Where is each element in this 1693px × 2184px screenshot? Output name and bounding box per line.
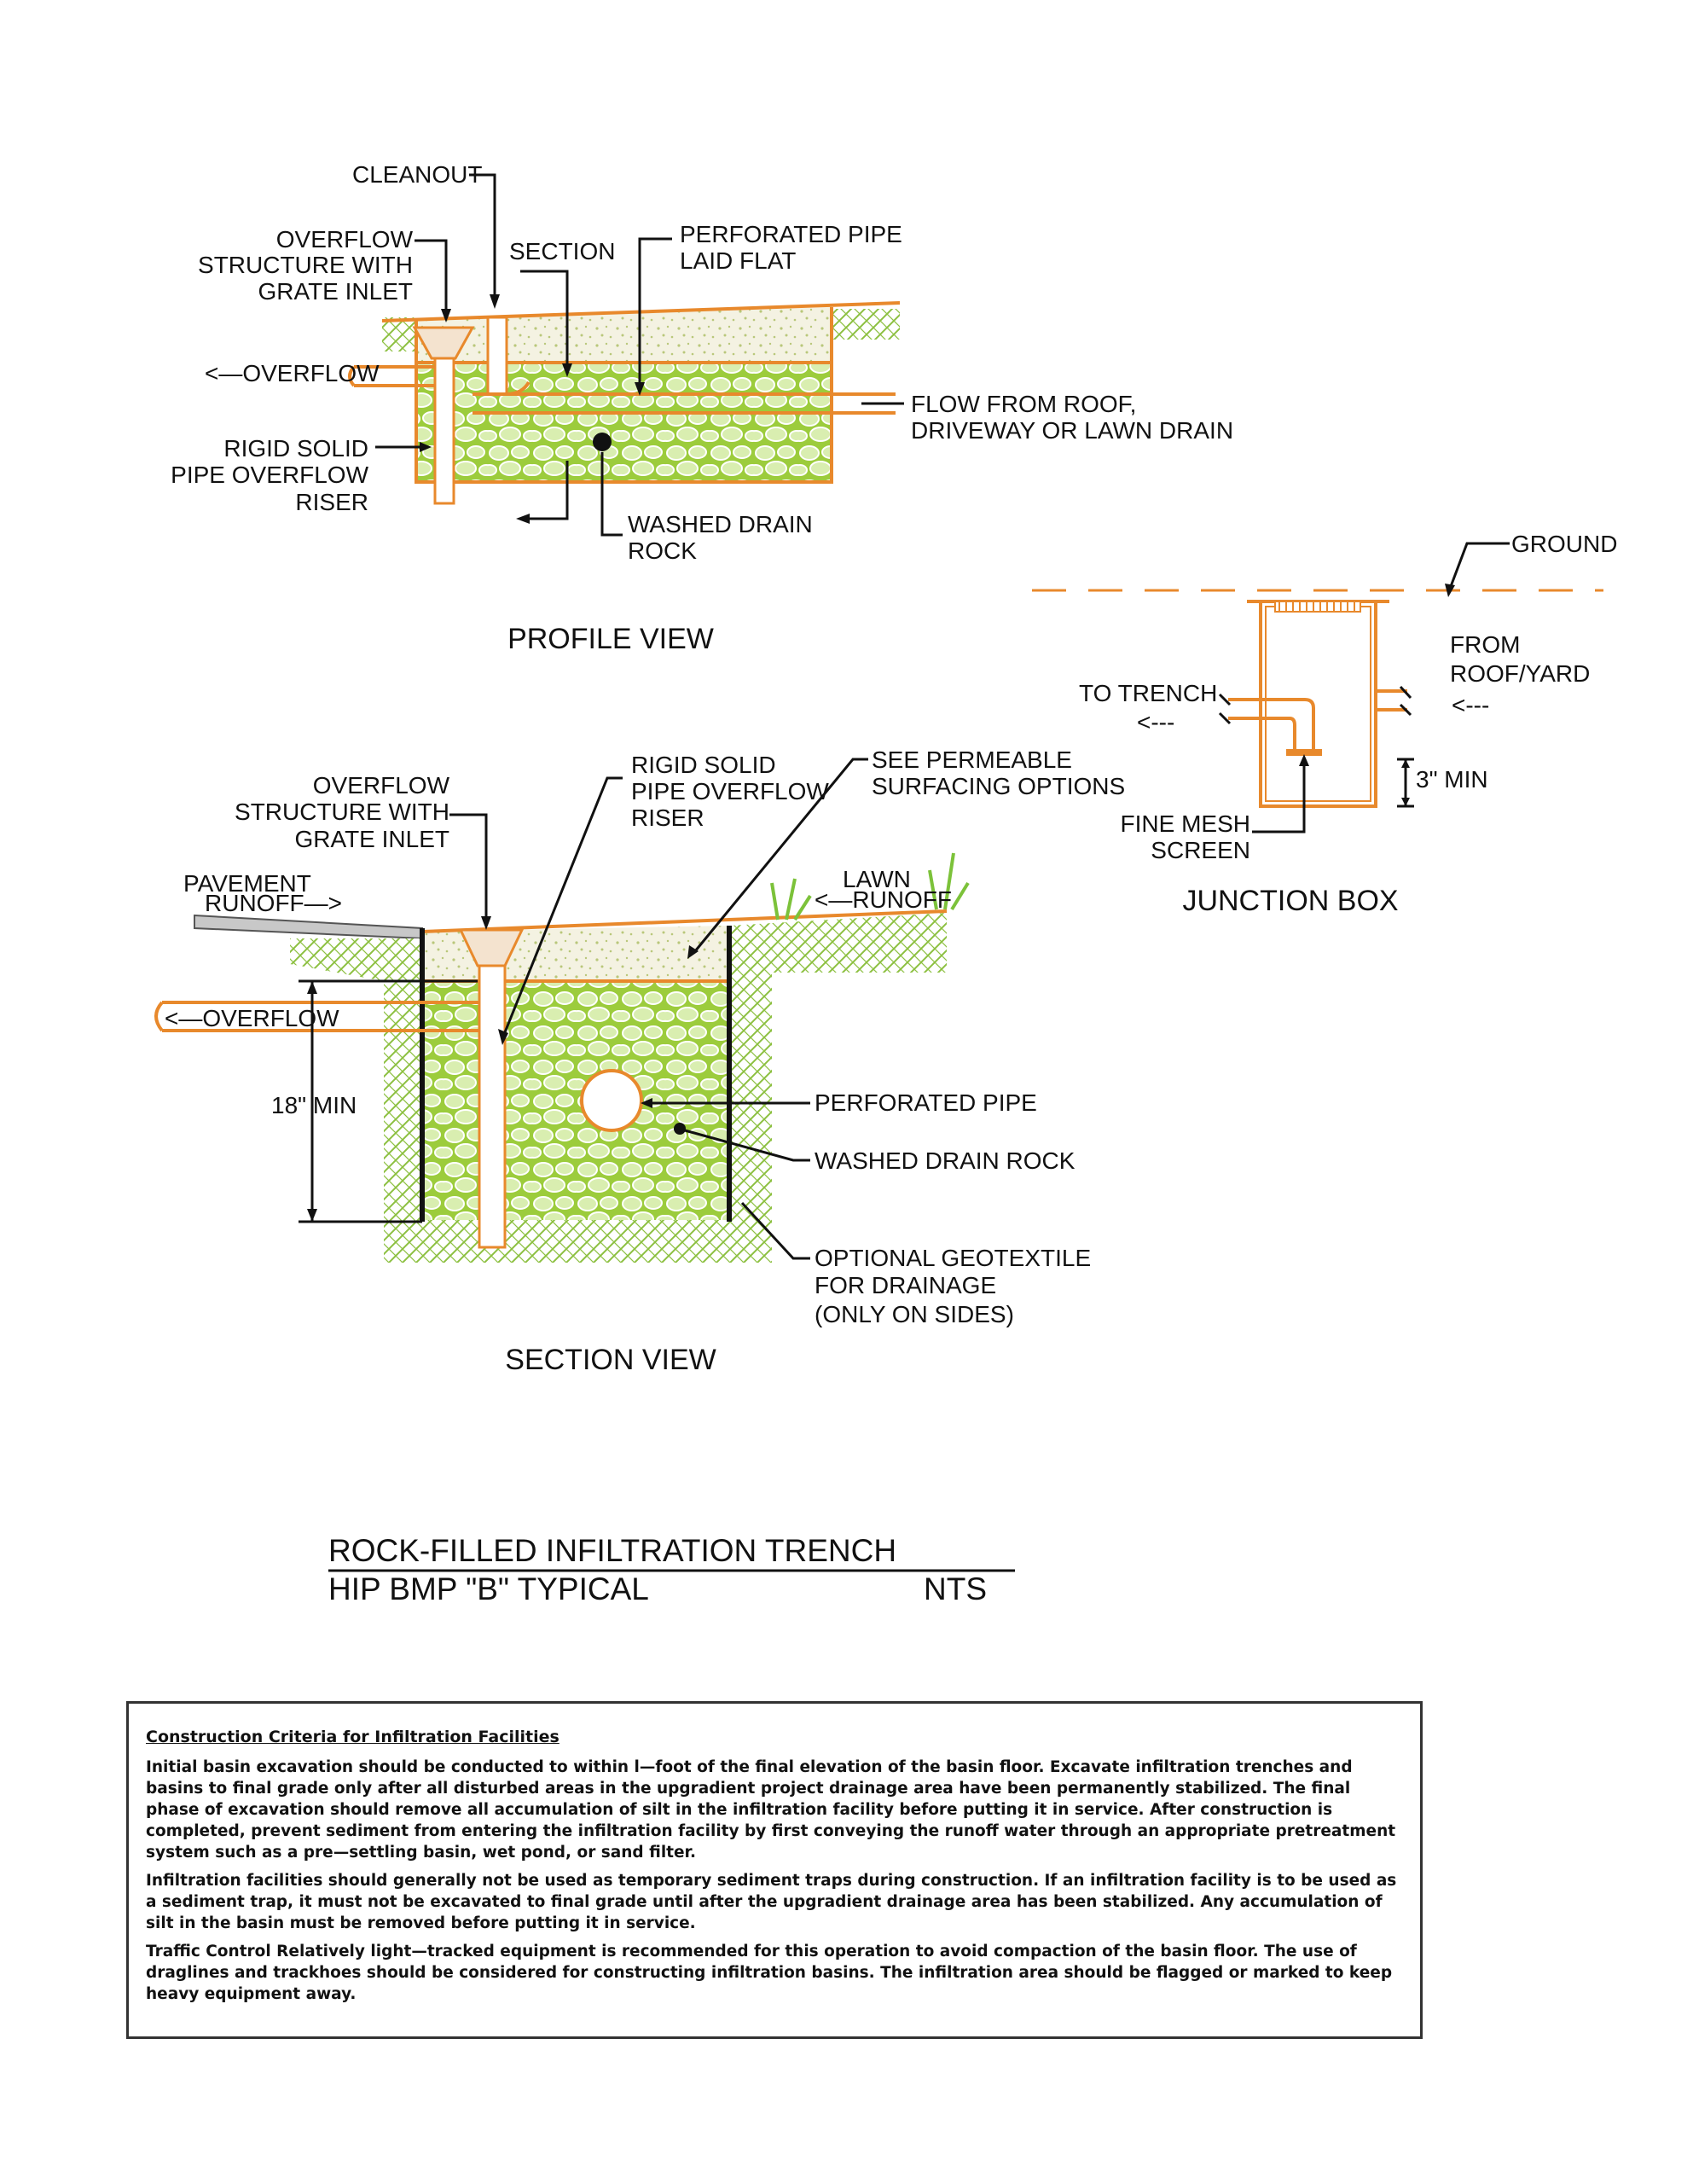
section-label-riser-2: PIPE OVERFLOW — [631, 778, 829, 804]
section-view: OVERFLOW STRUCTURE WITH GRATE INLET RIGI… — [154, 746, 1125, 1376]
junction-label-from-1: FROM — [1450, 631, 1520, 658]
section-soil-left — [290, 938, 422, 1261]
profile-view: CLEANOUT OVERFLOW STRUCTURE WITH GRATE I… — [171, 161, 1233, 655]
profile-label-perforated-pipe-2: LAID FLAT — [680, 247, 796, 274]
section-label-riser-1: RIGID SOLID — [631, 752, 776, 778]
construction-notes: Construction Criteria for Infiltration F… — [126, 1701, 1423, 2039]
profile-label-washed-rock-1: WASHED DRAIN — [628, 511, 813, 537]
junction-box-grate — [1274, 601, 1361, 613]
profile-label-perforated-pipe-1: PERFORATED PIPE — [680, 221, 902, 247]
profile-perforated-pipe — [473, 392, 896, 415]
section-label-overflow-structure-2: STRUCTURE WITH — [235, 799, 449, 825]
profile-cleanout — [486, 316, 508, 396]
profile-soil-left — [382, 317, 416, 351]
section-label-lawn-2: <—RUNOFF — [815, 886, 952, 913]
section-label-washed-rock: WASHED DRAIN ROCK — [815, 1147, 1076, 1174]
profile-label-riser-1: RIGID SOLID — [223, 435, 368, 462]
section-rock-fill — [422, 981, 729, 1220]
profile-label-cleanout: CLEANOUT — [352, 161, 482, 188]
section-label-overflow-structure-3: GRATE INLET — [294, 826, 449, 852]
section-label-perforated-pipe: PERFORATED PIPE — [815, 1089, 1037, 1116]
profile-label-overflow-structure-3: GRATE INLET — [258, 278, 413, 305]
section-label-see-permeable-2: SURFACING OPTIONS — [872, 773, 1125, 799]
notes-heading: Construction Criteria for Infiltration F… — [146, 1728, 560, 1746]
section-label-geotextile-2: FOR DRAINAGE — [815, 1272, 996, 1298]
junction-label-arrow-in: <--- — [1452, 692, 1489, 718]
title-block: ROCK-FILLED INFILTRATION TRENCH HIP BMP … — [328, 1533, 1015, 1606]
profile-label-riser-3: RISER — [295, 489, 368, 515]
drawing-scale: NTS — [924, 1571, 987, 1606]
profile-label-washed-rock-2: ROCK — [628, 537, 697, 564]
profile-rock-dot — [593, 433, 612, 451]
profile-label-flow-from-1: FLOW FROM ROOF, — [911, 391, 1136, 417]
junction-box-outlet-elbow — [1228, 698, 1315, 749]
section-label-18-min: 18" MIN — [271, 1092, 357, 1118]
profile-label-flow-from-2: DRIVEWAY OR LAWN DRAIN — [911, 417, 1233, 444]
junction-label-arrow-left: <--- — [1137, 709, 1174, 735]
profile-label-riser-2: PIPE OVERFLOW — [171, 462, 368, 488]
junction-label-to-trench: TO TRENCH — [1079, 680, 1217, 706]
drawing-title: ROCK-FILLED INFILTRATION TRENCH — [328, 1533, 896, 1568]
junction-box-title: JUNCTION BOX — [1182, 885, 1398, 917]
profile-riser-pipe — [433, 357, 455, 505]
section-overflow-pipe — [162, 1001, 479, 1032]
grass-tufts — [770, 852, 970, 921]
profile-sand-cap — [416, 307, 832, 363]
junction-label-ground: GROUND — [1511, 531, 1617, 557]
notes-paragraph-3: Traffic Control Relatively light—tracked… — [146, 1943, 1393, 2003]
section-label-overflow-structure-1: OVERFLOW — [313, 772, 450, 799]
drawing-subtitle: HIP BMP "B" TYPICAL — [328, 1571, 649, 1606]
junction-label-fine-mesh-2: SCREEN — [1151, 837, 1250, 863]
profile-soil-right — [832, 309, 900, 340]
junction-label-from-2: ROOF/YARD — [1450, 660, 1590, 687]
section-pavement — [194, 914, 423, 940]
profile-label-overflow-structure-1: OVERFLOW — [276, 226, 414, 253]
section-perforated-pipe — [580, 1069, 643, 1132]
profile-label-overflow-structure-2: STRUCTURE WITH — [198, 252, 413, 278]
junction-box-body — [1259, 600, 1377, 808]
junction-label-fine-mesh-1: FINE MESH — [1121, 810, 1250, 837]
junction-box: GROUND FROM ROOF/YARD <--- TO TRENCH <--… — [1032, 531, 1617, 917]
junction-box-mesh-screen — [1286, 749, 1322, 756]
notes-paragraph-1: Initial basin excavation should be condu… — [146, 1758, 1396, 1862]
profile-label-section: SECTION — [509, 238, 615, 264]
profile-overflow-grate — [412, 326, 475, 360]
section-riser-pipe — [478, 964, 507, 1249]
profile-label-overflow: <—OVERFLOW — [205, 360, 380, 386]
section-label-geotextile-3: (ONLY ON SIDES) — [815, 1301, 1014, 1327]
profile-view-title: PROFILE VIEW — [507, 623, 714, 655]
section-label-overflow: <—OVERFLOW — [165, 1005, 339, 1031]
drawing-sheet: CLEANOUT OVERFLOW STRUCTURE WITH GRATE I… — [154, 161, 1617, 1606]
section-label-lawn-1: LAWN — [843, 866, 911, 892]
cleanout-leader — [469, 173, 496, 299]
junction-label-3-min: 3" MIN — [1416, 766, 1488, 793]
section-label-riser-3: RISER — [631, 804, 704, 831]
section-soil-bottom — [384, 1220, 772, 1263]
profile-rock-fill — [416, 363, 832, 482]
section-view-title: SECTION VIEW — [505, 1344, 716, 1376]
section-label-pavement-2: RUNOFF—> — [205, 890, 342, 916]
section-label-see-permeable-1: SEE PERMEABLE — [872, 746, 1072, 773]
notes-paragraph-2: Infiltration facilities should generally… — [146, 1872, 1397, 1932]
section-label-pavement-1: PAVEMENT — [183, 870, 311, 897]
section-label-geotextile-1: OPTIONAL GEOTEXTILE — [815, 1245, 1091, 1271]
section-soil-right — [729, 913, 947, 1261]
